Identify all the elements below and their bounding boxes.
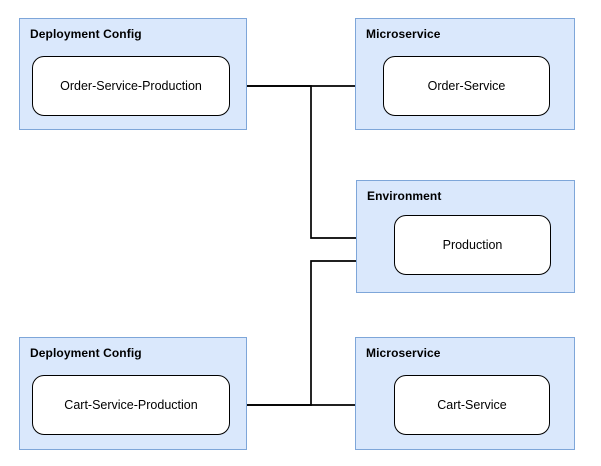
node-label: Cart-Service xyxy=(437,398,507,412)
group-title: Microservice xyxy=(366,27,441,41)
node-order-service-production[interactable]: Order-Service-Production xyxy=(32,56,230,116)
node-cart-service-production[interactable]: Cart-Service-Production xyxy=(32,375,230,435)
node-label: Production xyxy=(442,238,503,252)
node-label: Cart-Service-Production xyxy=(64,398,198,412)
node-label: Order-Service xyxy=(427,79,506,93)
group-title: Deployment Config xyxy=(30,346,142,360)
node-cart-service[interactable]: Cart-Service xyxy=(394,375,550,435)
node-label: Order-Service-Production xyxy=(60,79,202,93)
group-title: Deployment Config xyxy=(30,27,142,41)
node-production[interactable]: Production xyxy=(394,215,551,275)
group-title: Environment xyxy=(367,189,442,203)
node-order-service[interactable]: Order-Service xyxy=(383,56,550,116)
group-title: Microservice xyxy=(366,346,441,360)
